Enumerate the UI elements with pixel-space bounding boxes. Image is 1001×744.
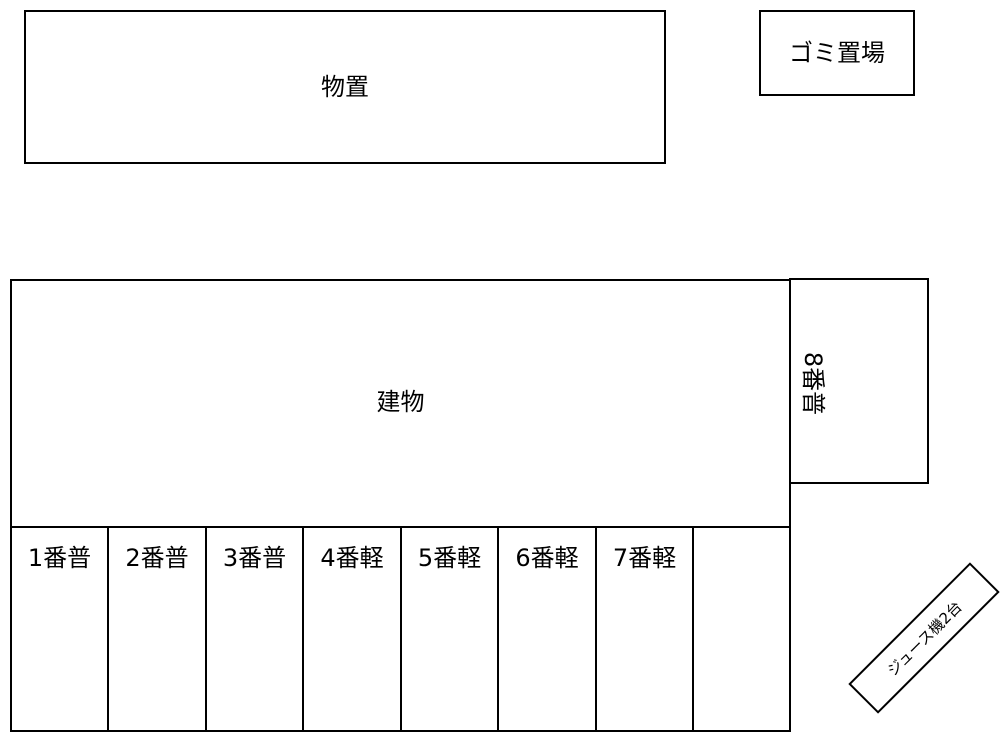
- parking-space-2: 2番普: [107, 526, 207, 732]
- garbage-area: ゴミ置場: [759, 10, 915, 96]
- vending-machines-label: ジュース機2台: [883, 597, 966, 680]
- parking-space-8-label: 8番普: [799, 351, 828, 415]
- parking-space-5: 5番軽: [400, 526, 499, 732]
- parking-space-1-label: 1番普: [27, 544, 92, 572]
- parking-space-8: 8番普: [789, 278, 929, 484]
- parking-space-7-label: 7番軽: [612, 544, 677, 572]
- parking-space-3: 3番普: [205, 526, 304, 732]
- parking-space-2-label: 2番普: [125, 544, 189, 572]
- parking-space-5-label: 5番軽: [417, 544, 482, 572]
- parking-space-4-label: 4番軽: [320, 544, 384, 572]
- main-building: 建物: [10, 279, 791, 528]
- vending-machines: ジュース機2台: [848, 562, 1000, 714]
- parking-space-8-label-wrap: 8番普: [800, 349, 830, 417]
- parking-space-4: 4番軽: [302, 526, 402, 732]
- parking-space-6-label: 6番軽: [515, 544, 579, 572]
- storage-shed-label: 物置: [321, 73, 369, 101]
- parking-space-empty: [692, 526, 791, 732]
- main-building-label: 建物: [376, 387, 425, 416]
- parking-space-3-label: 3番普: [222, 544, 287, 572]
- garbage-area-label: ゴミ置場: [789, 39, 885, 67]
- parking-space-1: 1番普: [10, 526, 109, 732]
- storage-shed: 物置: [24, 10, 666, 164]
- parking-space-6: 6番軽: [497, 526, 597, 732]
- parking-space-7: 7番軽: [595, 526, 694, 732]
